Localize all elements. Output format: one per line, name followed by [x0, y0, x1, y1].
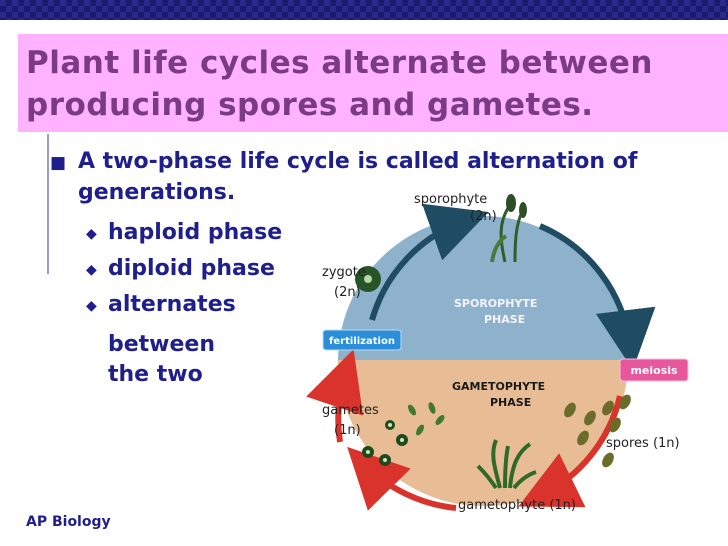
sporophyte-label: sporophyte: [414, 192, 487, 207]
sub-bullet-between: between: [108, 332, 216, 357]
gametophyte-label: gametophyte (1n): [458, 498, 576, 513]
square-bullet-icon: ■: [50, 153, 67, 173]
meiosis-label: meiosis: [630, 364, 678, 377]
gametophyte-phase-label-2: PHASE: [490, 396, 531, 409]
fertilization-badge: fertilization: [322, 329, 402, 351]
sub-bullet-haploid: ◆ haploid phase: [86, 218, 282, 248]
sub-bullet-alternates: ◆ alternates: [86, 290, 236, 320]
gametophyte-phase-label: GAMETOPHYTE: [452, 380, 545, 393]
diamond-bullet-icon: ◆: [86, 226, 97, 242]
footer-label: AP Biology: [26, 514, 111, 530]
sporophyte-plant-icon: [490, 194, 527, 263]
arrow-zygote-to-sporophyte: [369, 203, 489, 321]
diamond-bullet-icon: ◆: [86, 262, 97, 278]
gametes-label: gametes: [322, 403, 379, 418]
zygote-icon: [355, 266, 381, 292]
spores-icon: [564, 394, 631, 468]
sub-bullet-the-two: the two: [108, 362, 203, 387]
spores-label: spores (1n): [606, 436, 680, 451]
gametes-icon: [362, 402, 445, 466]
sporophyte-phase-label: SPOROPHYTE: [454, 297, 537, 310]
sporophyte-phase-label-2: PHASE: [484, 313, 525, 326]
arrow-gametophyte-to-gametes: [347, 446, 457, 511]
gametes-ploidy: (1n): [334, 423, 361, 438]
diamond-bullet-icon: ◆: [86, 298, 97, 314]
arrow-spores-to-gametophyte: [518, 395, 623, 508]
header-strip: [0, 0, 728, 20]
arrow-gametes-to-fertilization: [306, 349, 364, 443]
meiosis-badge: meiosis: [619, 358, 689, 382]
title-band: [18, 34, 728, 132]
main-bullet: ■ A two-phase life cycle is called alter…: [50, 146, 728, 208]
arrow-sporophyte-to-meiosis: [538, 223, 656, 370]
fertilization-label: fertilization: [329, 336, 395, 347]
zygote-ploidy: (2n): [334, 285, 361, 300]
main-bullet-text: A two-phase life cycle is called alterna…: [78, 149, 638, 205]
slide-title: Plant life cycles alternate between prod…: [26, 45, 653, 123]
gametophyte-plant-icon: [476, 439, 537, 490]
sub-bullet-diploid: ◆ diploid phase: [86, 254, 275, 284]
divider: [47, 134, 49, 274]
zygote-label: zygote: [322, 265, 366, 280]
sporophyte-ploidy: (2n): [470, 209, 497, 224]
